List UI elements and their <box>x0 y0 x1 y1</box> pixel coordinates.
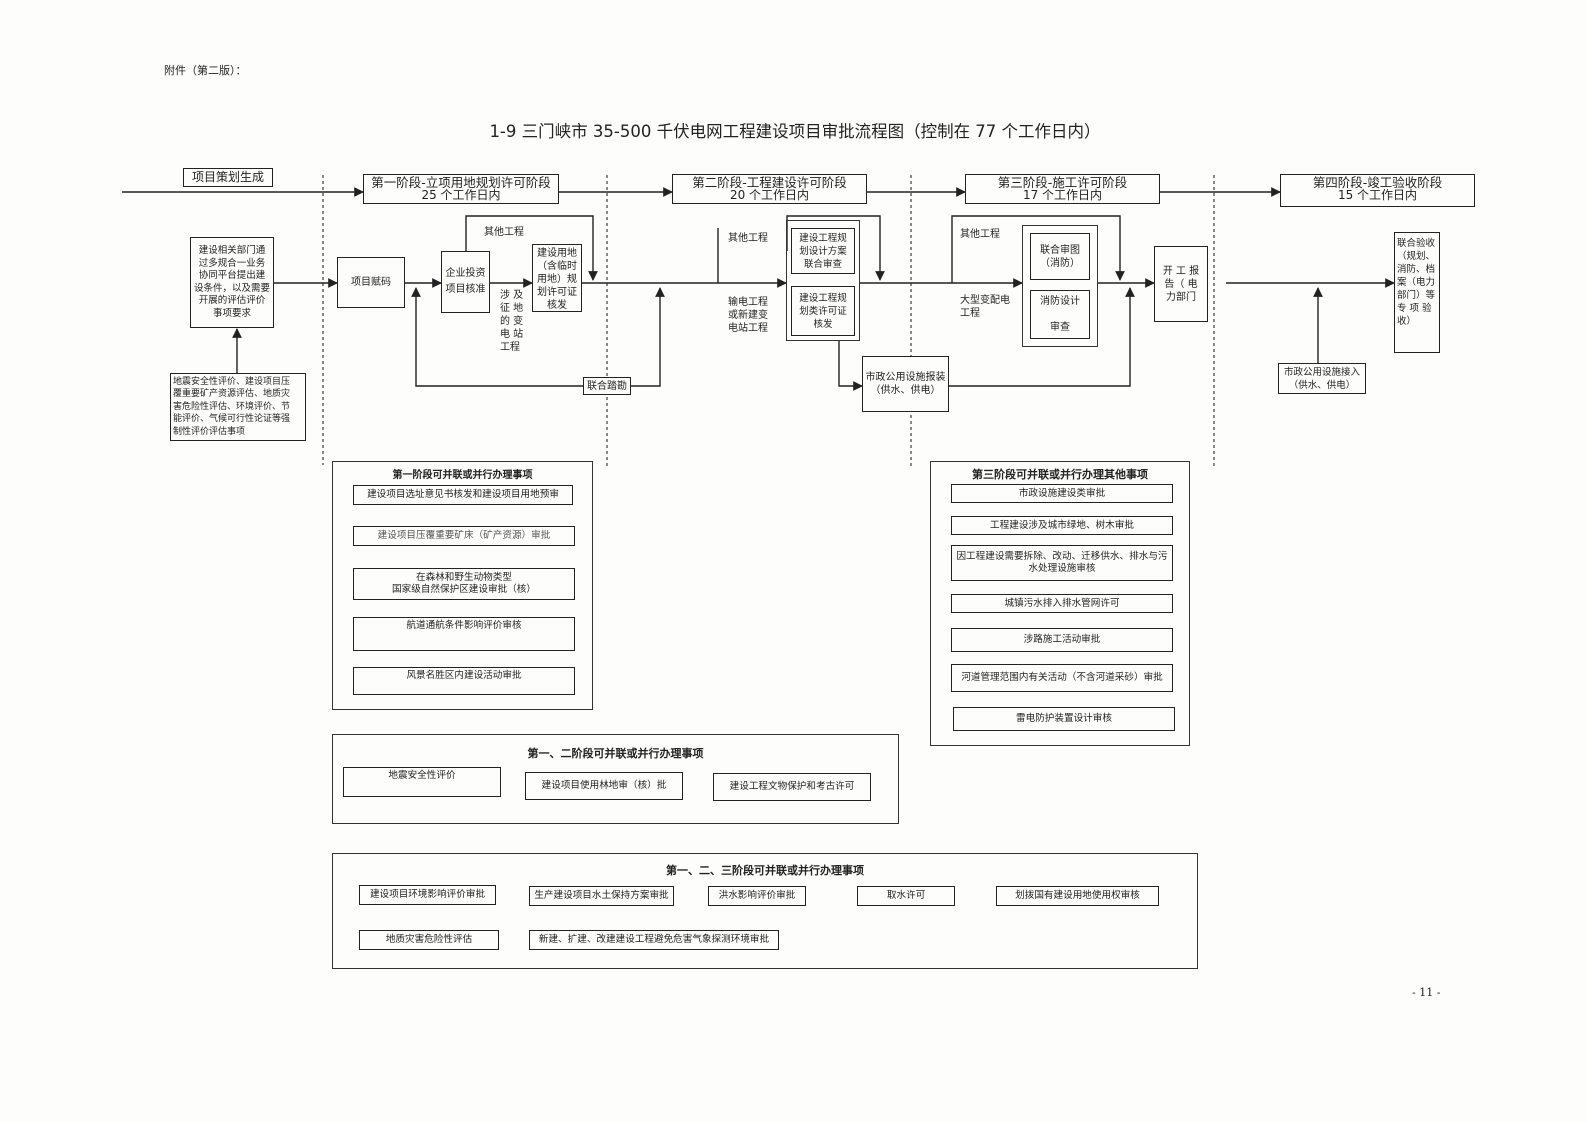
phase-2-days: 20 个工作日内 <box>729 188 810 202</box>
stage1-item: 建设项目选址意见书核发和建设项目用地预审 <box>353 485 573 505</box>
stage3-item: 因工程建设需要拆除、改动、迁移供水、排水与污 水处理设施审核 <box>951 545 1173 581</box>
group-stage3-title: 第三阶段可并联或并行办理其他事项 <box>972 468 1148 481</box>
stage3-item: 市政设施建设类审批 <box>951 484 1173 503</box>
municipal-install-box: 市政公用设施报装 （供水、供电） <box>862 356 949 412</box>
plan-permit-box: 建设工程规 划类许可证 核发 <box>791 286 855 336</box>
plan-review-box: 建设工程规 划设计方案 联合审查 <box>791 228 855 274</box>
phase-2-name: 第二阶段-工程建设许可阶段 <box>692 175 847 190</box>
stage3-item: 雷电防护装置设计审核 <box>953 707 1175 731</box>
substation-works-label-1: 涉 及 征 地 的 变 电 站 工程 <box>500 290 524 353</box>
planning-label: 项目策划生成 <box>183 168 273 187</box>
group-stage1-parallel: 第一阶段可并联或并行办理事项 建设项目选址意见书核发和建设项目用地预审 建设项目… <box>332 461 593 710</box>
page-number: - 11 - <box>1412 986 1441 999</box>
phase-4-name: 第四阶段-竣工验收阶段 <box>1312 175 1443 190</box>
stage1-item: 在森林和野生动物类型 国家级自然保护区建设审批（核） <box>353 568 575 600</box>
group-stage12-title: 第一、二阶段可并联或并行办理事项 <box>527 747 704 760</box>
other-works-label-1: 其他工程 <box>484 227 524 238</box>
stage1-item: 建设项目压覆重要矿床（矿产资源）审批 <box>353 526 575 546</box>
group-stage1-title: 第一阶段可并联或并行办理事项 <box>392 470 533 481</box>
stage3-item: 涉路施工活动审批 <box>951 628 1173 652</box>
land-permit-box: 建设用地 （含临时 用地）规 划许可证 核发 <box>532 244 582 312</box>
fire-design-review-box: 消防设计 审查 <box>1030 290 1090 339</box>
joint-survey-box[interactable]: 联合踏勘 <box>583 377 631 395</box>
stage3-item: 工程建设涉及城市绿地、树木审批 <box>951 516 1173 535</box>
stage1-item: 航道通航条件影响评价审核 <box>353 617 575 651</box>
group-stage3-parallel: 第三阶段可并联或并行办理其他事项 市政设施建设类审批 工程建设涉及城市绿地、树木… <box>930 461 1190 746</box>
construction-report-box: 开 工 报 告（ 电 力部门 <box>1154 246 1208 322</box>
phase-1-days: 25 个工作日内 <box>421 188 501 202</box>
joint-acceptance-box: 联合验收 （规划、 消防、档 案（电力 部门）等 专 项 验 收） <box>1394 232 1440 353</box>
phase-4-days: 15 个工作日内 <box>1337 188 1418 202</box>
stage123-item: 新建、扩建、改建建设工程避免危害气象探测环境审批 <box>529 930 779 950</box>
enterprise-approval-box: 企业投资 项目核准 <box>441 251 490 313</box>
municipal-connect-box: 市政公用设施接入 （供水、供电） <box>1278 363 1366 394</box>
stage12-item: 地震安全性评价 <box>343 767 501 797</box>
stage3-item: 河道管理范围内有关活动（不含河道采砂）审批 <box>951 664 1173 692</box>
stage123-item: 地质灾害危险性评估 <box>359 930 499 950</box>
stage12-item: 建设工程文物保护和考古许可 <box>713 773 871 801</box>
stage123-item: 取水许可 <box>857 886 955 906</box>
group-stage12-parallel: 第一、二阶段可并联或并行办理事项 地震安全性评价 建设项目使用林地审（核）批 建… <box>332 734 899 824</box>
project-code-box: 项目赋码 <box>337 257 405 308</box>
stage2-approval-frame <box>786 220 860 341</box>
stage123-item: 生产建设项目水土保持方案审批 <box>529 886 674 906</box>
large-substation-label: 大型变配电 工程 <box>960 295 1010 319</box>
stage1-item: 风景名胜区内建设活动审批 <box>353 667 575 695</box>
stage3-review-frame <box>1022 225 1098 347</box>
stage12-item: 建设项目使用林地审（核）批 <box>525 772 683 800</box>
group-stage123-parallel: 第一、二、三阶段可并联或并行办理事项 建设项目环境影响评价审批 生产建设项目水土… <box>332 853 1198 969</box>
preparation-box: 建设相关部门通 过多规合一业务 协同平台提出建 设条件，以及需要 开展的评估评价… <box>190 237 274 328</box>
stage3-item: 城镇污水排入排水管网许可 <box>951 594 1173 613</box>
stage123-item: 划拨国有建设用地使用权审核 <box>996 886 1159 906</box>
other-works-label-3: 其他工程 <box>960 229 1000 240</box>
evaluations-box: 地震安全性评价、建设项目压 覆重要矿产资源评估、地质灾 害危险性评估、环境评价、… <box>170 373 306 441</box>
transmission-works-label: 输电工程 或新建变 电站工程 <box>728 297 768 334</box>
phase-3-days: 17 个工作日内 <box>1022 188 1103 202</box>
page-title: 1-9 三门峡市 35-500 千伏电网工程建设项目审批流程图（控制在 77 个… <box>489 122 1101 141</box>
phase-3-name: 第三阶段-施工许可阶段 <box>997 175 1128 190</box>
stage123-item: 建设项目环境影响评价审批 <box>359 885 496 905</box>
phase-1-name: 第一阶段-立项用地规划许可阶段 <box>371 175 551 190</box>
group-stage123-title: 第一、二、三阶段可并联或并行办理事项 <box>666 864 864 877</box>
stage123-item: 洪水影响评价审批 <box>708 886 806 906</box>
other-works-label-2: 其他工程 <box>728 233 768 244</box>
header-note: 附件（第二版）： <box>164 64 247 77</box>
joint-drawing-review-box: 联合审图 （消防） <box>1030 233 1090 280</box>
